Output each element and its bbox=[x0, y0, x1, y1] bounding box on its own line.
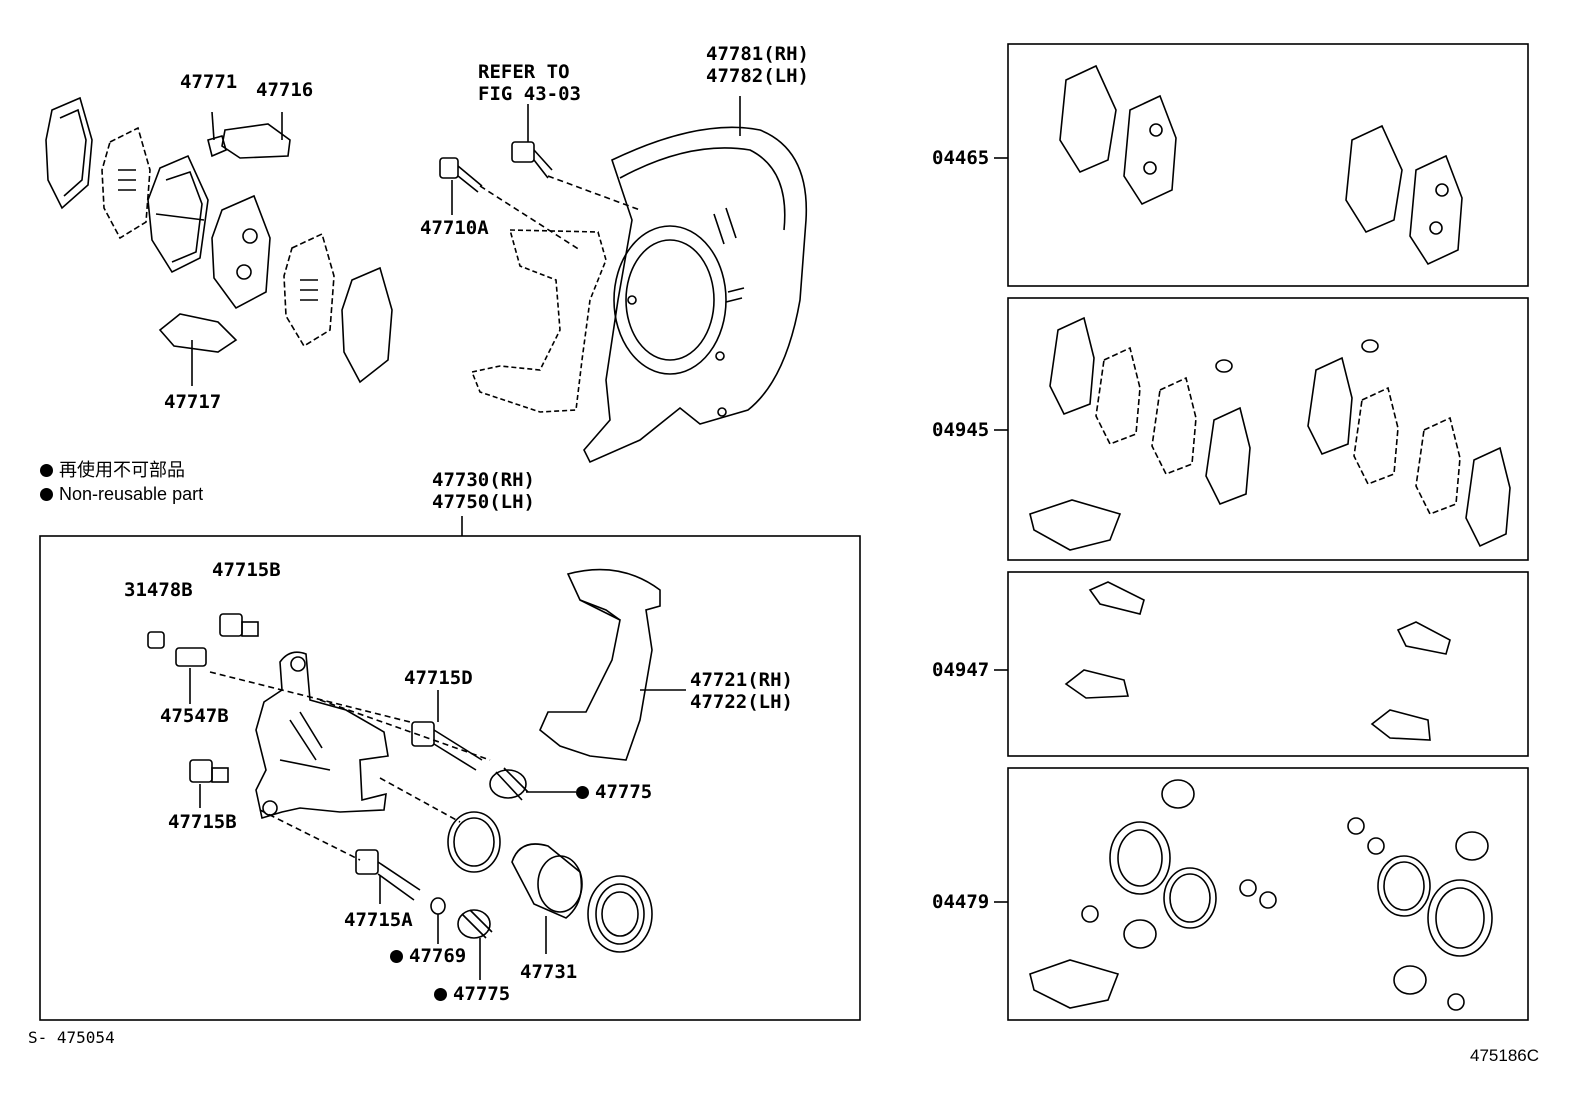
legend-non-reusable-en: Non-reusable part bbox=[40, 482, 203, 506]
label-47771: 47771 bbox=[180, 71, 238, 93]
bullet-icon bbox=[40, 464, 53, 477]
label-47775-upper: 47775 bbox=[576, 782, 652, 803]
label-47715d: 47715D bbox=[404, 667, 473, 689]
piston-seal-ring bbox=[447, 811, 501, 873]
footer-right-code: 475186C bbox=[1470, 1046, 1540, 1065]
kit-04479-seals bbox=[1029, 779, 1493, 1011]
anti-squeal-shim-inner-left bbox=[101, 126, 151, 240]
label-refer-to: REFER TO bbox=[478, 61, 570, 83]
label-31478b: 31478B bbox=[124, 579, 193, 601]
footer-left-code: S- 475054 bbox=[28, 1028, 115, 1047]
bleeder-cap-47769 bbox=[430, 897, 446, 915]
anti-squeal-shim-outer-left bbox=[45, 96, 93, 210]
bullet-icon bbox=[576, 786, 589, 799]
label-47730-rh: 47730(RH) bbox=[432, 469, 535, 491]
label-47775-lower: 47775 bbox=[434, 984, 510, 1005]
bullet-icon bbox=[40, 488, 53, 501]
label-47710a: 47710A bbox=[420, 217, 489, 239]
kit-04465-pads bbox=[1059, 64, 1463, 266]
label-47769: 47769 bbox=[390, 946, 466, 967]
legend-non-reusable-jp: 再使用不可部品 bbox=[40, 458, 185, 482]
kit-box-04945 bbox=[1007, 297, 1529, 561]
bolt-axis-line bbox=[547, 175, 641, 211]
bullet-icon bbox=[390, 950, 403, 963]
legend-text-jp: 再使用不可部品 bbox=[59, 460, 185, 480]
pad-support-plate-bottom bbox=[158, 313, 238, 353]
kit-04945-shims bbox=[1029, 316, 1511, 551]
label-47781-rh: 47781(RH) bbox=[706, 43, 809, 65]
legend-text-en: Non-reusable part bbox=[59, 484, 204, 504]
anti-squeal-shim-inner-right bbox=[283, 232, 335, 348]
label-47775-lower-text: 47775 bbox=[453, 983, 511, 1005]
brake-pad-inner bbox=[211, 194, 271, 310]
brake-caliper-cylinder bbox=[255, 651, 389, 820]
label-47721-rh: 47721(RH) bbox=[690, 669, 793, 691]
label-kit-04947: 04947 bbox=[932, 659, 990, 681]
kit-box-04479 bbox=[1007, 767, 1529, 1021]
label-kit-04465: 04465 bbox=[932, 147, 990, 169]
slide-pin-47715d bbox=[411, 721, 483, 771]
torque-plate-bolt bbox=[439, 157, 483, 193]
cylinder-boot bbox=[587, 875, 653, 953]
bullet-icon bbox=[434, 988, 447, 1001]
label-47731: 47731 bbox=[520, 961, 578, 983]
label-47716: 47716 bbox=[256, 79, 314, 101]
label-47775-upper-text: 47775 bbox=[595, 781, 653, 803]
pad-support-plate-top bbox=[221, 123, 291, 159]
guide-line-2 bbox=[319, 699, 491, 761]
label-47717: 47717 bbox=[164, 391, 222, 413]
label-fig-43-03: FIG 43-03 bbox=[478, 83, 581, 105]
dust-cover-bolt bbox=[511, 141, 553, 179]
label-kit-04945: 04945 bbox=[932, 419, 990, 441]
guide-line-1 bbox=[209, 671, 411, 723]
cylinder-slide-bushing-dust-boot-upper bbox=[489, 767, 529, 801]
label-47715a: 47715A bbox=[344, 909, 413, 931]
label-47715b-bottom: 47715B bbox=[168, 811, 237, 833]
leader-47771 bbox=[211, 111, 215, 141]
cylinder-slide-bushing-dust-boot-lower bbox=[457, 909, 493, 939]
label-47722-lh: 47722(LH) bbox=[690, 691, 793, 713]
label-47547b: 47547B bbox=[160, 705, 229, 727]
label-kit-04479: 04479 bbox=[932, 891, 990, 913]
disc-brake-dust-cover bbox=[583, 126, 808, 464]
caliper-piston bbox=[511, 843, 583, 919]
kit-box-04947 bbox=[1007, 571, 1529, 757]
label-47715b-top: 47715B bbox=[212, 559, 281, 581]
caliper-assembly-box bbox=[39, 535, 861, 1021]
guide-line-4 bbox=[259, 809, 361, 861]
label-47750-lh: 47750(LH) bbox=[432, 491, 535, 513]
label-47769-text: 47769 bbox=[409, 945, 467, 967]
kit-04947-support-plates bbox=[1064, 581, 1451, 741]
bolt-axis-line-2 bbox=[479, 185, 581, 251]
caliper-mount-ghost bbox=[470, 229, 607, 413]
lower-slide-bolt-47715b bbox=[189, 759, 229, 783]
bleeder-plug bbox=[175, 647, 207, 667]
pad-wear-indicator bbox=[207, 135, 227, 158]
upper-slide-bolt-47715b bbox=[219, 613, 259, 637]
brake-pad-outer bbox=[147, 154, 209, 274]
kit-box-04465 bbox=[1007, 43, 1529, 287]
disc-brake-caliper-mounting bbox=[539, 568, 661, 761]
slide-pin-47715a bbox=[355, 849, 421, 901]
guide-line-3 bbox=[379, 777, 461, 823]
label-47782-lh: 47782(LH) bbox=[706, 65, 809, 87]
anti-squeal-shim-outer-right bbox=[341, 266, 393, 384]
bleeder-plug-cap bbox=[147, 631, 165, 649]
